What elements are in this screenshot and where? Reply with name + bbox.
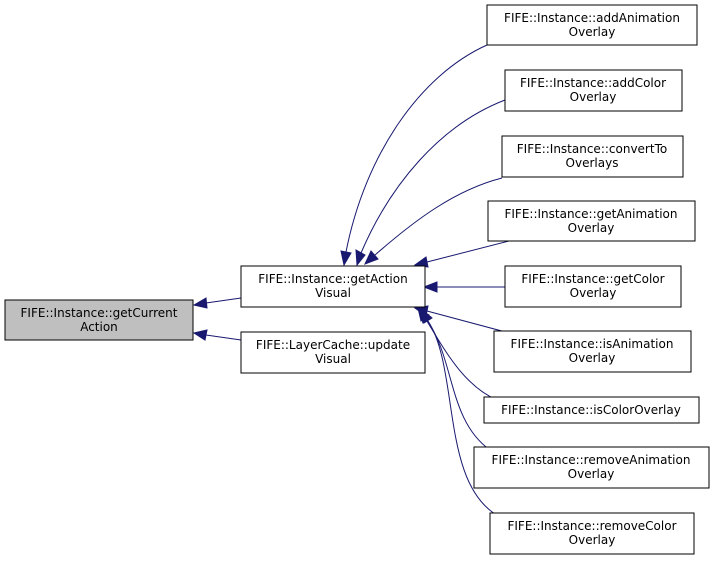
node-getanimationoverlay-line2: Overlay [568, 221, 615, 235]
node-isanimationoverlay[interactable]: FIFE::Instance::isAnimation Overlay [493, 330, 692, 373]
node-converttooverlays-line1: FIFE::Instance::convertTo [517, 142, 667, 156]
node-getcurrentaction[interactable]: FIFE::Instance::getCurrent Action [4, 299, 194, 341]
node-removeanimationoverlay[interactable]: FIFE::Instance::removeAnimation Overlay [473, 446, 710, 489]
edge-getactionvisual-to-getcurrentaction [192, 297, 242, 309]
node-getactionvisual-line1: FIFE::Instance::getAction [258, 272, 407, 286]
node-converttooverlays[interactable]: FIFE::Instance::convertTo Overlays [501, 135, 684, 178]
node-getcoloroverlay-line2: Overlay [570, 286, 617, 300]
node-getactionvisual[interactable]: FIFE::Instance::getAction Visual [240, 265, 426, 308]
node-getanimationoverlay[interactable]: FIFE::Instance::getAnimation Overlay [487, 200, 696, 242]
edge-addanimationoverlay-to-getactionvisual [340, 44, 488, 267]
node-isanimationoverlay-line1: FIFE::Instance::isAnimation [511, 337, 674, 351]
node-getcoloroverlay[interactable]: FIFE::Instance::getColor Overlay [504, 265, 682, 308]
edge-iscoloroverlay-to-getactionvisual [417, 306, 498, 401]
node-removecoloroverlay-line2: Overlay [569, 533, 616, 547]
edge-removecoloroverlay-to-getactionvisual [419, 307, 501, 518]
node-addcoloroverlay-line1: FIFE::Instance::addColor [520, 76, 666, 90]
node-getcoloroverlay-line1: FIFE::Instance::getColor [521, 272, 664, 286]
node-isanimationoverlay-line2: Overlay [569, 351, 616, 365]
node-addanimationoverlay[interactable]: FIFE::Instance::addAnimation Overlay [486, 4, 698, 46]
edge-addcoloroverlay-to-getactionvisual [355, 99, 506, 267]
edge-converttooverlays-to-getactionvisual [364, 177, 503, 265]
edge-getcoloroverlay-to-getactionvisual [422, 281, 505, 293]
node-getcurrentaction-line2: Action [80, 320, 118, 334]
node-removecoloroverlay-line1: FIFE::Instance::removeColor [507, 519, 676, 533]
node-converttooverlays-line2: Overlays [566, 156, 619, 170]
node-iscoloroverlay[interactable]: FIFE::Instance::isColorOverlay [483, 396, 700, 424]
node-addanimationoverlay-line1: FIFE::Instance::addAnimation [504, 11, 680, 25]
node-layercache-updatevisual-line1: FIFE::LayerCache::update [256, 338, 410, 352]
edge-getanimationoverlay-to-getactionvisual [413, 239, 514, 268]
node-addcoloroverlay-line2: Overlay [570, 90, 617, 104]
node-getcurrentaction-line1: FIFE::Instance::getCurrent [21, 306, 178, 320]
node-addcoloroverlay[interactable]: FIFE::Instance::addColor Overlay [504, 69, 683, 112]
node-iscoloroverlay-line1: FIFE::Instance::isColorOverlay [501, 403, 681, 417]
node-layercache-updatevisual[interactable]: FIFE::LayerCache::update Visual [240, 331, 426, 374]
node-removeanimationoverlay-line1: FIFE::Instance::removeAnimation [492, 453, 691, 467]
node-getanimationoverlay-line1: FIFE::Instance::getAnimation [504, 207, 677, 221]
edge-updatevisual-to-getcurrentaction [192, 329, 242, 341]
node-addanimationoverlay-line2: Overlay [569, 25, 616, 39]
node-layercache-updatevisual-line2: Visual [315, 352, 351, 366]
node-getactionvisual-line2: Visual [315, 286, 351, 300]
node-removecoloroverlay[interactable]: FIFE::Instance::removeColor Overlay [489, 512, 695, 555]
node-removeanimationoverlay-line2: Overlay [568, 467, 615, 481]
